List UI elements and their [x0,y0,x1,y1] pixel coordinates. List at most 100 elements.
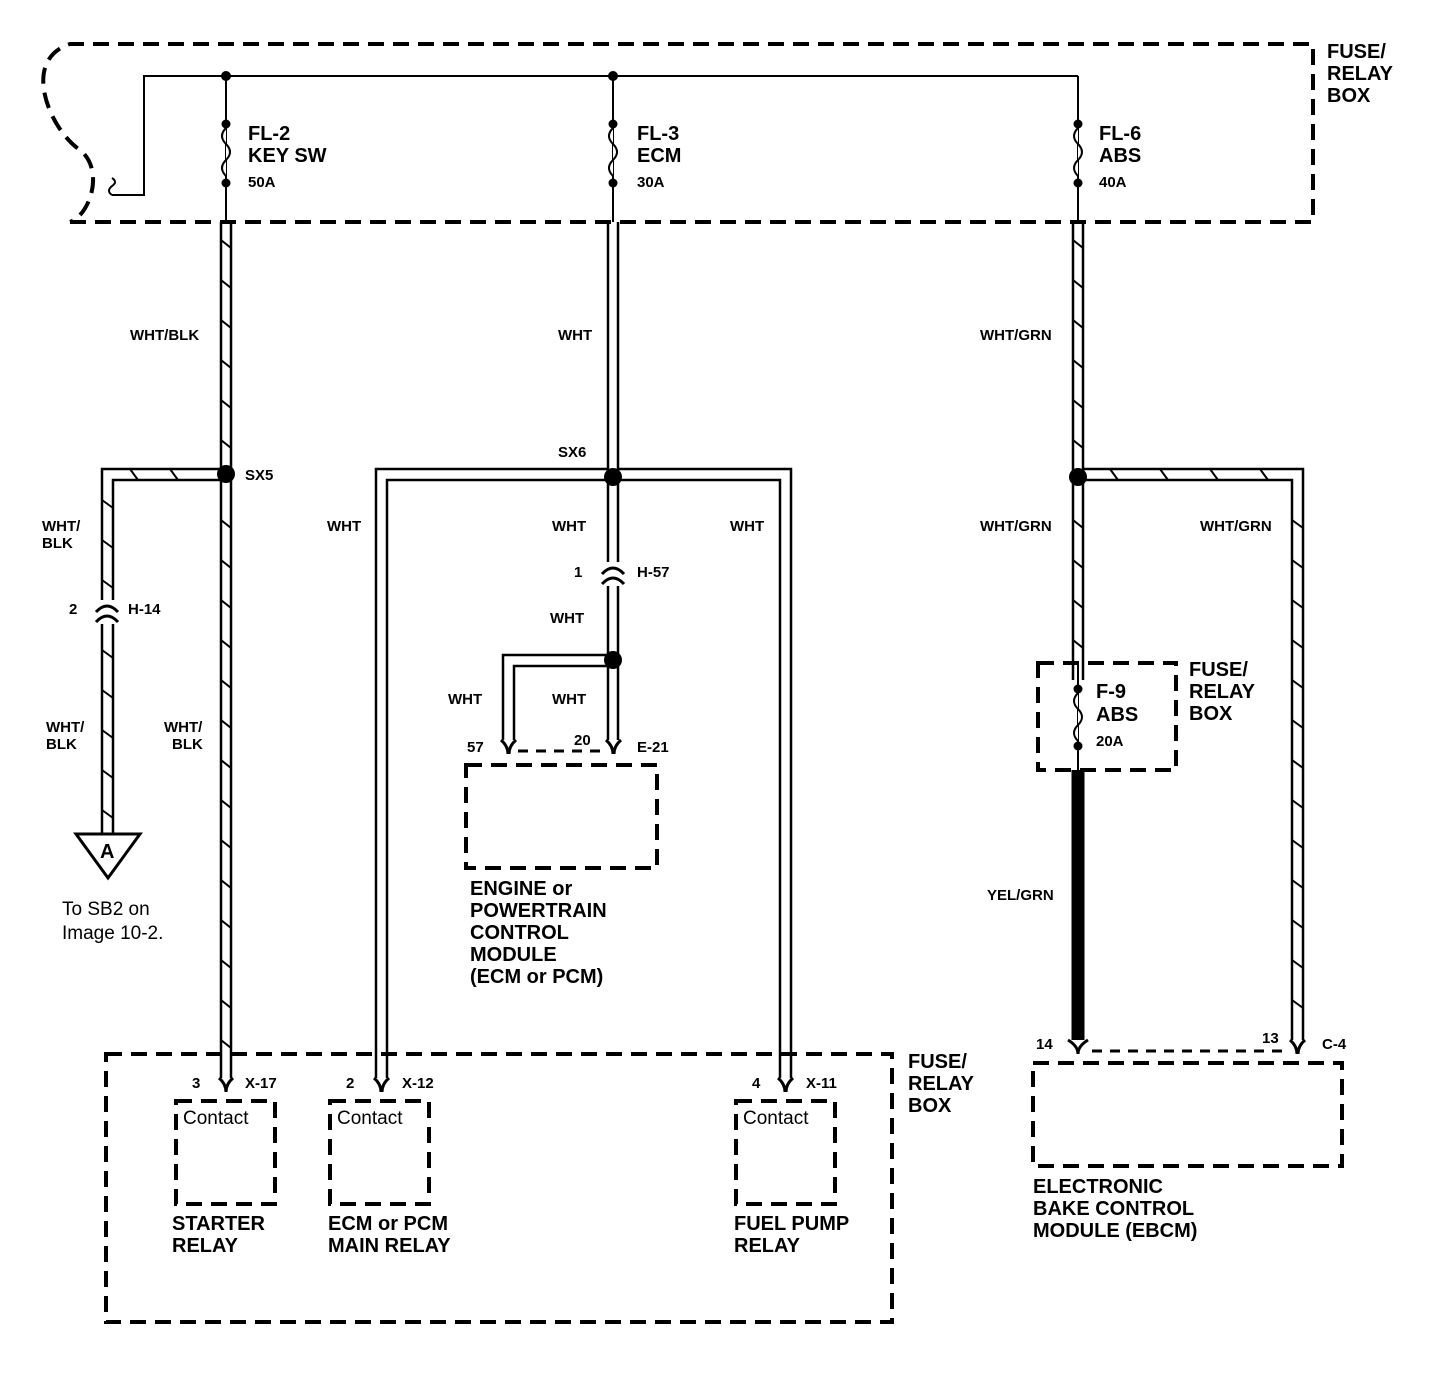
c4-id: C-4 [1322,1036,1347,1053]
abs-box-label-3: BOX [1189,703,1233,725]
wire-label-sx5-left-1b: BLK [42,535,73,552]
x17-id: X-17 [245,1075,277,1092]
ecm-label-4: MODULE [470,944,557,966]
x17-terminal [217,1076,235,1093]
fl6-rating: 40A [1099,174,1127,191]
wire-label-sx6-right: WHT [730,518,764,535]
x17-pin: 3 [192,1075,200,1092]
ebcm-label-3: MODULE (EBCM) [1033,1220,1197,1242]
h14-id: H-14 [128,601,161,618]
f9-rating: 20A [1096,733,1124,750]
ref-note-2: Image 10-2. [62,923,163,944]
wire-label-abs-right: WHT/GRN [1200,518,1272,535]
wire-label-fl6: WHT/GRN [980,327,1052,344]
bottom-box-outline [104,1052,894,1324]
fl2-terminal-bottom [221,178,231,188]
wire-label-sx5-left-2b: BLK [46,736,77,753]
main-relay-box [328,1099,431,1206]
fuel-pump-relay-box [734,1099,837,1206]
wire-label-f9-out: YEL/GRN [987,887,1054,904]
ebcm-label-1: ELECTRONIC [1033,1176,1163,1198]
fuel-pump-relay-name-1: FUEL PUMP [734,1213,849,1235]
fl3-fuse-icon [608,127,618,177]
fl3-id: FL-3 [637,123,679,145]
fl2-terminal-top [221,119,231,129]
fl3-name: ECM [637,145,681,167]
wire-runs [100,222,1305,1078]
fl6-terminal-bottom [1073,178,1083,188]
wire-ecm-57 [501,653,608,740]
h14-pin: 2 [69,601,77,618]
wire-label-sx5-down-b: BLK [172,736,203,753]
wire-label-h57-down: WHT [550,610,584,627]
e21-id: E-21 [637,739,669,756]
bottom-fuse-relay-box: FUSE/ RELAY BOX 3 X-17 Contact STARTER R… [104,1051,975,1324]
ebcm-box [1031,1061,1344,1168]
splice-abs [1069,468,1087,486]
wire-label-sx5-left-2a: WHT/ [46,719,85,736]
wire-label-sx5-down-a: WHT/ [164,719,203,736]
fl2-fuse-icon [221,127,231,177]
c4-pin-14: 14 [1036,1036,1053,1053]
fl3-terminal-top [608,119,618,129]
main-relay-contact: Contact [337,1108,403,1129]
x12-pin: 2 [346,1075,354,1092]
f9-id: F-9 [1096,681,1126,703]
wire-label-ecm-57: WHT [448,691,482,708]
e21-pin-57: 57 [467,739,484,756]
fl2-rating: 50A [248,174,276,191]
abs-fuse-box-outline [1036,661,1178,772]
c4-pin-13: 13 [1262,1030,1279,1047]
starter-relay-name-2: RELAY [172,1235,239,1257]
wire-fl6-trunk [1071,222,1085,680]
connector-h14 [94,600,120,624]
wire-sx6-left [374,467,608,1078]
x12-id: X-12 [402,1075,434,1092]
top-box-label-2: RELAY [1327,63,1394,85]
wire-sx6-right [618,467,793,1078]
top-fuse-box-outline [41,42,1315,224]
connector-h57 [600,562,626,586]
wire-label-ecm-20: WHT [552,691,586,708]
bottom-box-label-1: FUSE/ [908,1051,967,1073]
x11-pin: 4 [752,1075,761,1092]
f9-fuse-icon [1073,692,1083,742]
c4-terminals [1067,1038,1307,1055]
fl6-id: FL-6 [1099,123,1141,145]
ecm-module: 57 20 E-21 ENGINE or POWERTRAIN CONTROL … [464,732,669,988]
bus-fuse-symbol [108,177,116,196]
ebcm-module: 14 13 C-4 ELECTRONIC BAKE CONTROL MODULE… [1031,1030,1347,1242]
abs-fuse-relay-box: F-9 ABS 20A FUSE/ RELAY BOX [1036,659,1256,772]
x11-id: X-11 [806,1075,837,1092]
wire-label-sx6-down: WHT [552,518,586,535]
bottom-box-label-3: BOX [908,1095,952,1117]
ref-triangle-a: A [73,832,143,881]
wire-label-sx6-left: WHT [327,518,361,535]
splice-sx5 [217,465,235,483]
ref-letter: A [100,841,114,863]
e21-pin-20: 20 [574,732,591,749]
wire-fl2-trunk [219,222,233,1078]
abs-box-label-2: RELAY [1189,681,1256,703]
wire-label-fl2: WHT/BLK [130,327,199,344]
top-box-label-3: BOX [1327,85,1371,107]
fl2-name: KEY SW [248,145,327,167]
wire-label-abs-left: WHT/GRN [980,518,1052,535]
top-fuse-relay-box: FL-2 KEY SW 50A FL-3 ECM 30A FL-6 ABS 40… [41,41,1394,224]
bottom-box-label-2: RELAY [908,1073,975,1095]
abs-box-label-1: FUSE/ [1189,659,1248,681]
splice-sx6 [604,468,622,486]
splice-label-sx5: SX5 [245,467,273,484]
h57-pin: 1 [574,564,582,581]
ecm-label-3: CONTROL [470,922,569,944]
fl3-rating: 30A [637,174,665,191]
starter-relay-box [174,1099,277,1206]
ebcm-label-2: BAKE CONTROL [1033,1198,1194,1220]
splice-ecm-branch [604,651,622,669]
fl2-id: FL-2 [248,123,290,145]
ecm-box [464,763,659,870]
ecm-label-1: ENGINE or [470,878,572,900]
starter-relay-name-1: STARTER [172,1213,266,1235]
fl3-terminal-bottom [608,178,618,188]
